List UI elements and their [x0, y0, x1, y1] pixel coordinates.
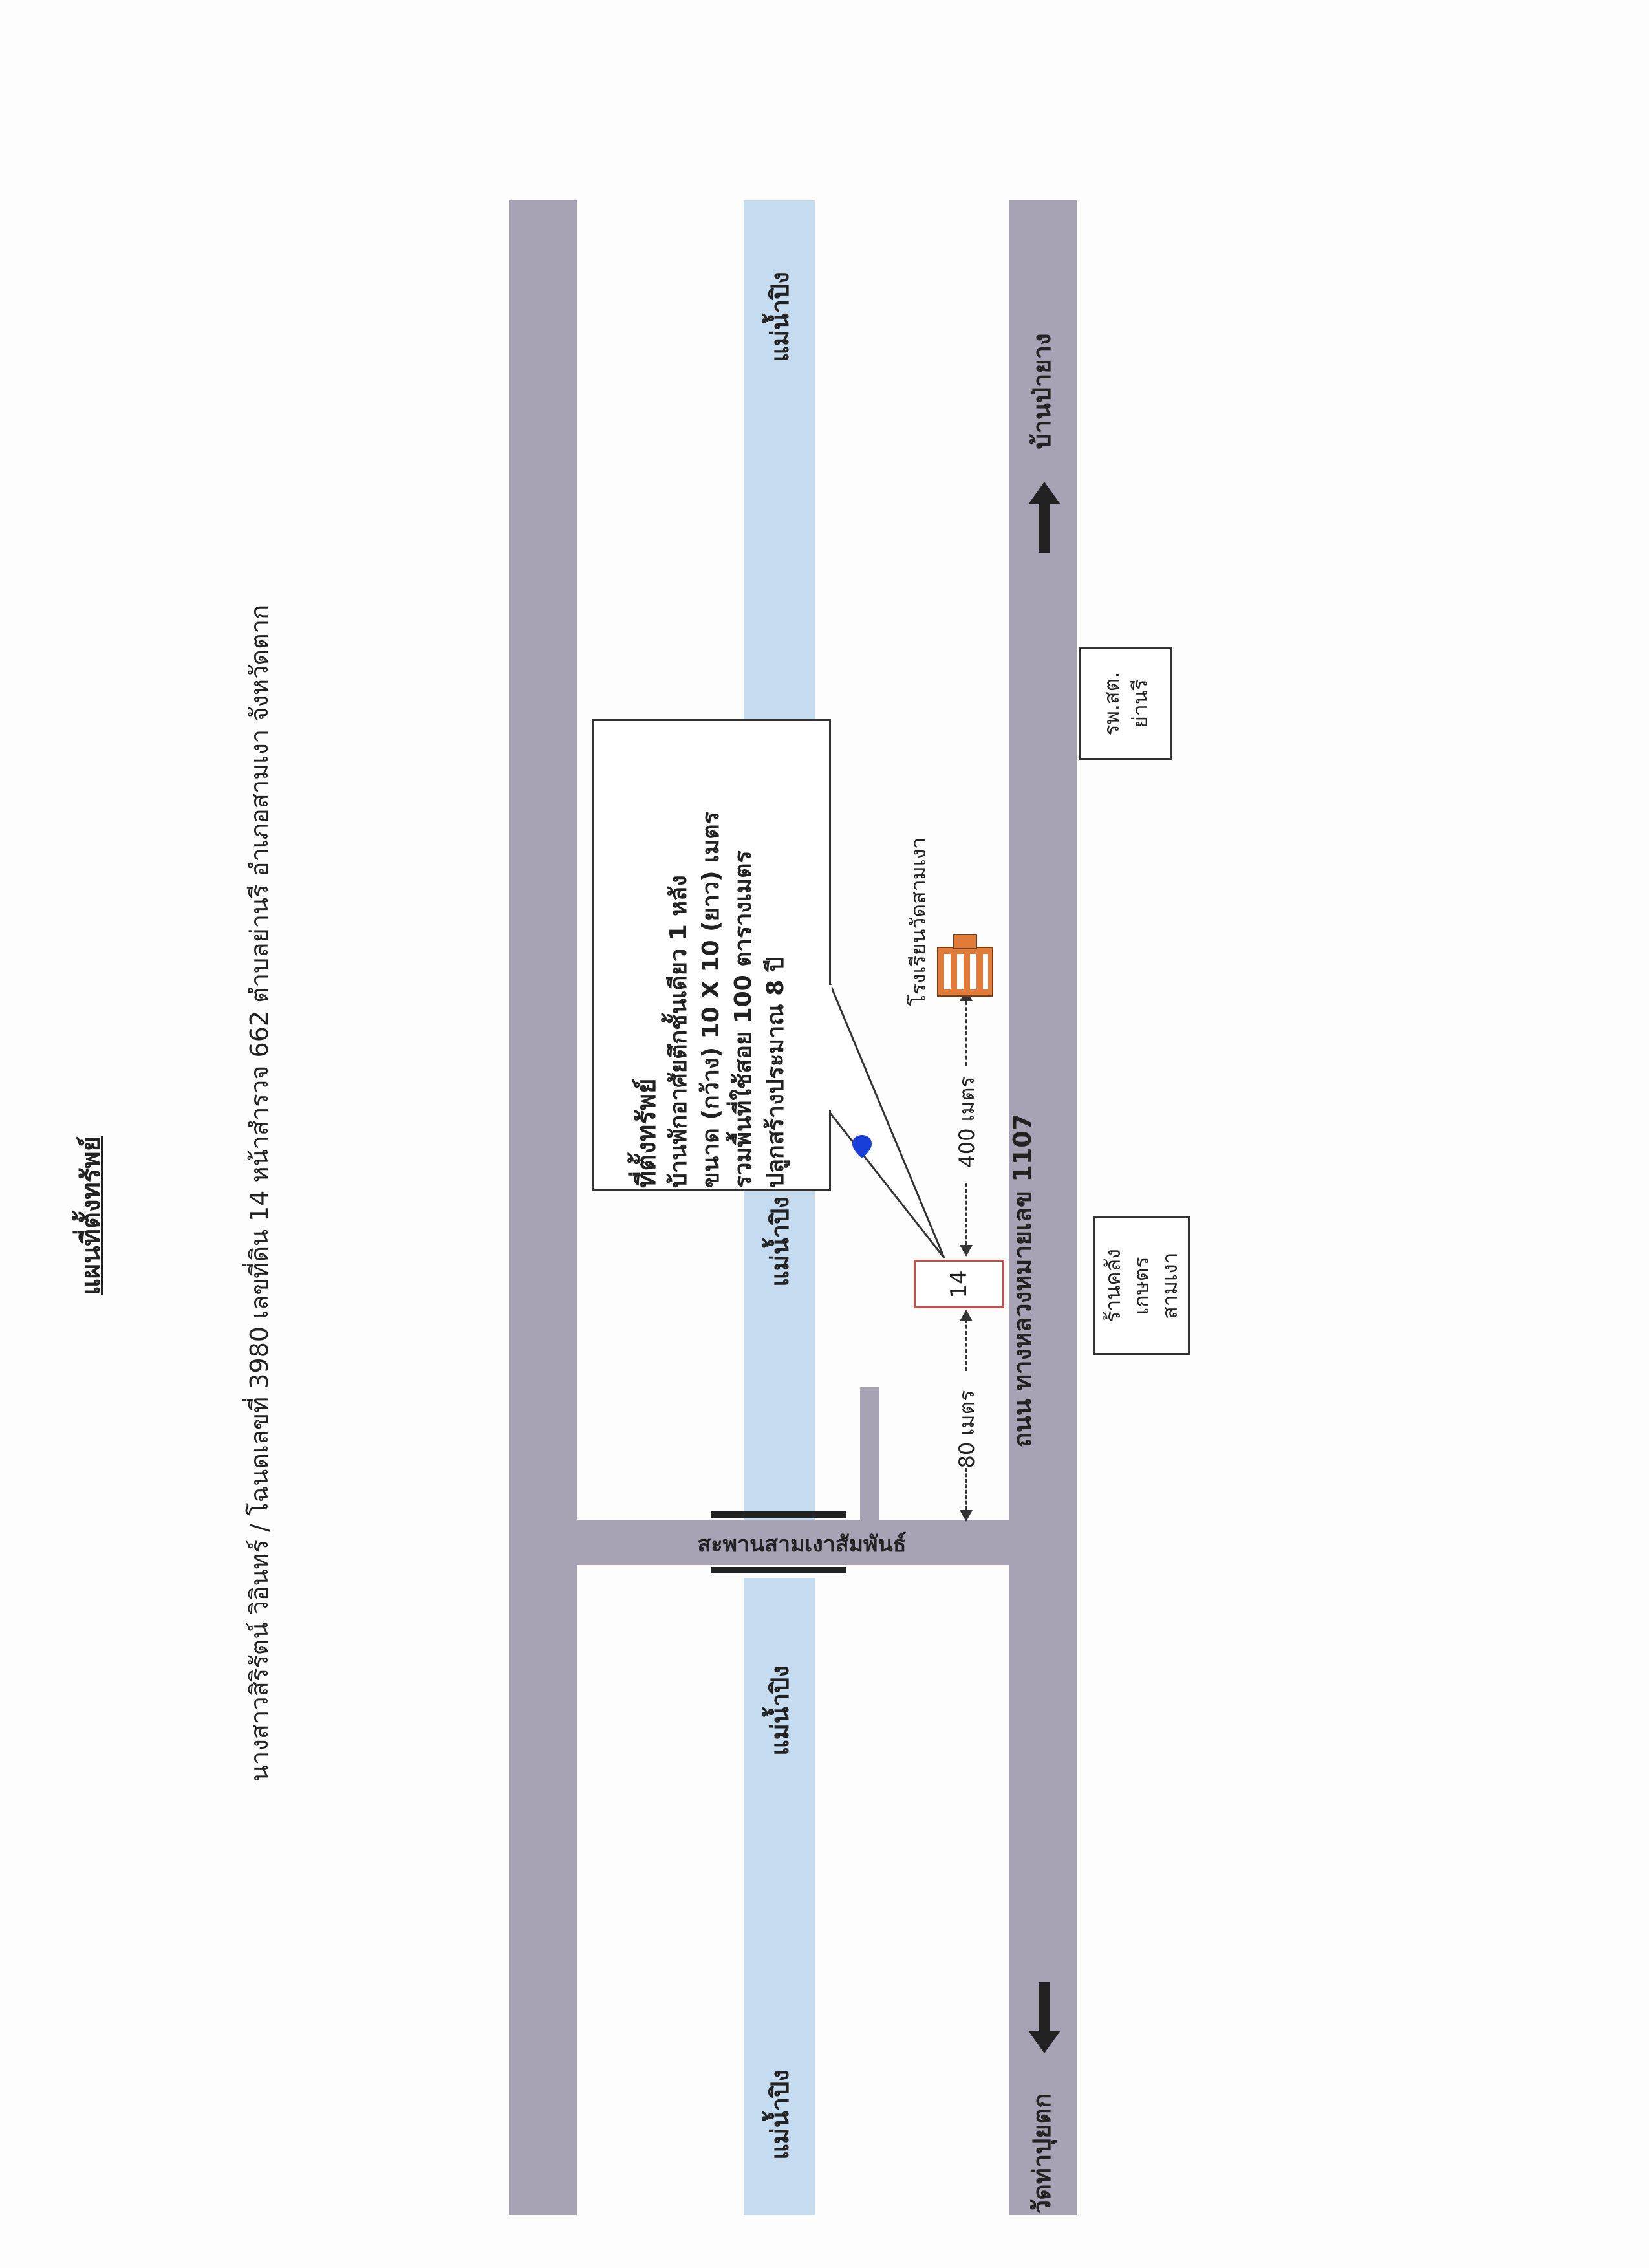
school-icon	[937, 934, 993, 997]
bridge-rail-top	[711, 1511, 846, 1518]
bridge-label: สะพานสามเงาสัมพันธ์	[697, 1531, 907, 1557]
bridge-rail-bottom	[711, 1567, 846, 1573]
arrow-up-icon	[1028, 482, 1061, 553]
river-lower	[744, 1578, 815, 2215]
distance-80-arrow-top	[960, 1310, 973, 1321]
distance-400-arrow-bottom	[960, 1245, 973, 1257]
distance-80-arrow-bottom	[960, 1510, 973, 1522]
callout-join	[828, 985, 832, 1110]
store-box: ร้านคลัง เกษตร สามเงา	[1093, 1216, 1190, 1355]
side-lane	[860, 1387, 879, 1520]
left-road	[509, 200, 577, 2215]
distance-80-line-b	[965, 1468, 967, 1510]
distance-80-label: 80 เมตร	[954, 1390, 979, 1469]
school-label: โรงเรียนวัดสามเงา	[905, 837, 931, 1006]
parcel-14: 14	[914, 1260, 1004, 1308]
property-info-box: ที่ตั้งทรัพย์ บ้านพักอาศัยตึกชั้นเดียว 1…	[592, 719, 831, 1191]
property-info-text: ที่ตั้งทรัพย์ บ้านพักอาศัยตึกชั้นเดียว 1…	[632, 812, 789, 1188]
hospital-box: รพ.สต. ย่านรี	[1079, 647, 1172, 760]
bridge-road	[577, 1520, 1009, 1565]
arrow-down-icon	[1028, 1982, 1061, 2053]
distance-400-line-b	[965, 1183, 967, 1245]
distance-80-line-a	[965, 1313, 967, 1371]
distance-400-line-a	[965, 1001, 967, 1066]
location-pin-icon	[852, 1135, 872, 1158]
distance-400-label: 400 เมตร	[954, 1076, 979, 1168]
